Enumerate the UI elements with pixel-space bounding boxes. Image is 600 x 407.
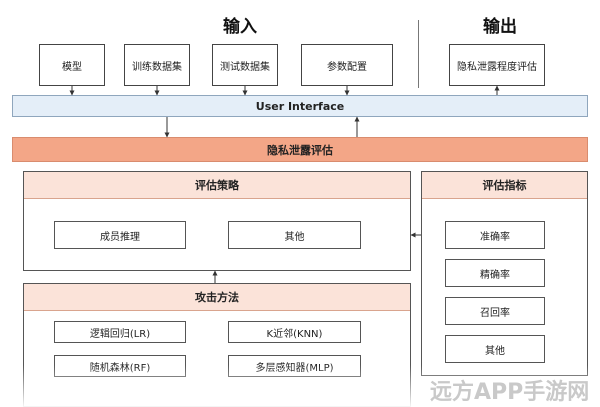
strategy-item-membership-inference: 成员推理 xyxy=(54,221,186,249)
attack-item-lr: 逻辑回归(LR) xyxy=(54,321,186,343)
input-heading: 输入 xyxy=(223,17,257,37)
user-interface-bar: User Interface xyxy=(12,95,588,117)
strategy-item-other: 其他 xyxy=(228,221,361,249)
bottom-fade-overlay xyxy=(0,365,600,407)
input-model-box: 模型 xyxy=(39,44,105,86)
input-test-dataset-box: 测试数据集 xyxy=(212,44,278,86)
watermark-text: 远方APP手游网 xyxy=(430,380,590,405)
input-param-config-box: 参数配置 xyxy=(301,44,393,86)
metric-item-other: 其他 xyxy=(445,335,545,363)
privacy-leak-eval-bar: 隐私泄露评估 xyxy=(12,137,588,162)
metrics-panel-title: 评估指标 xyxy=(422,172,587,199)
metric-item-precision: 精确率 xyxy=(445,259,545,287)
input-output-divider xyxy=(418,20,419,88)
metric-item-recall: 召回率 xyxy=(445,297,545,325)
output-heading: 输出 xyxy=(483,17,517,37)
attack-panel-title: 攻击方法 xyxy=(24,284,410,311)
metric-item-accuracy: 准确率 xyxy=(445,221,545,249)
attack-item-knn: K近邻(KNN) xyxy=(228,321,361,343)
input-train-dataset-box: 训练数据集 xyxy=(124,44,190,86)
strategy-panel-title: 评估策略 xyxy=(24,172,410,199)
